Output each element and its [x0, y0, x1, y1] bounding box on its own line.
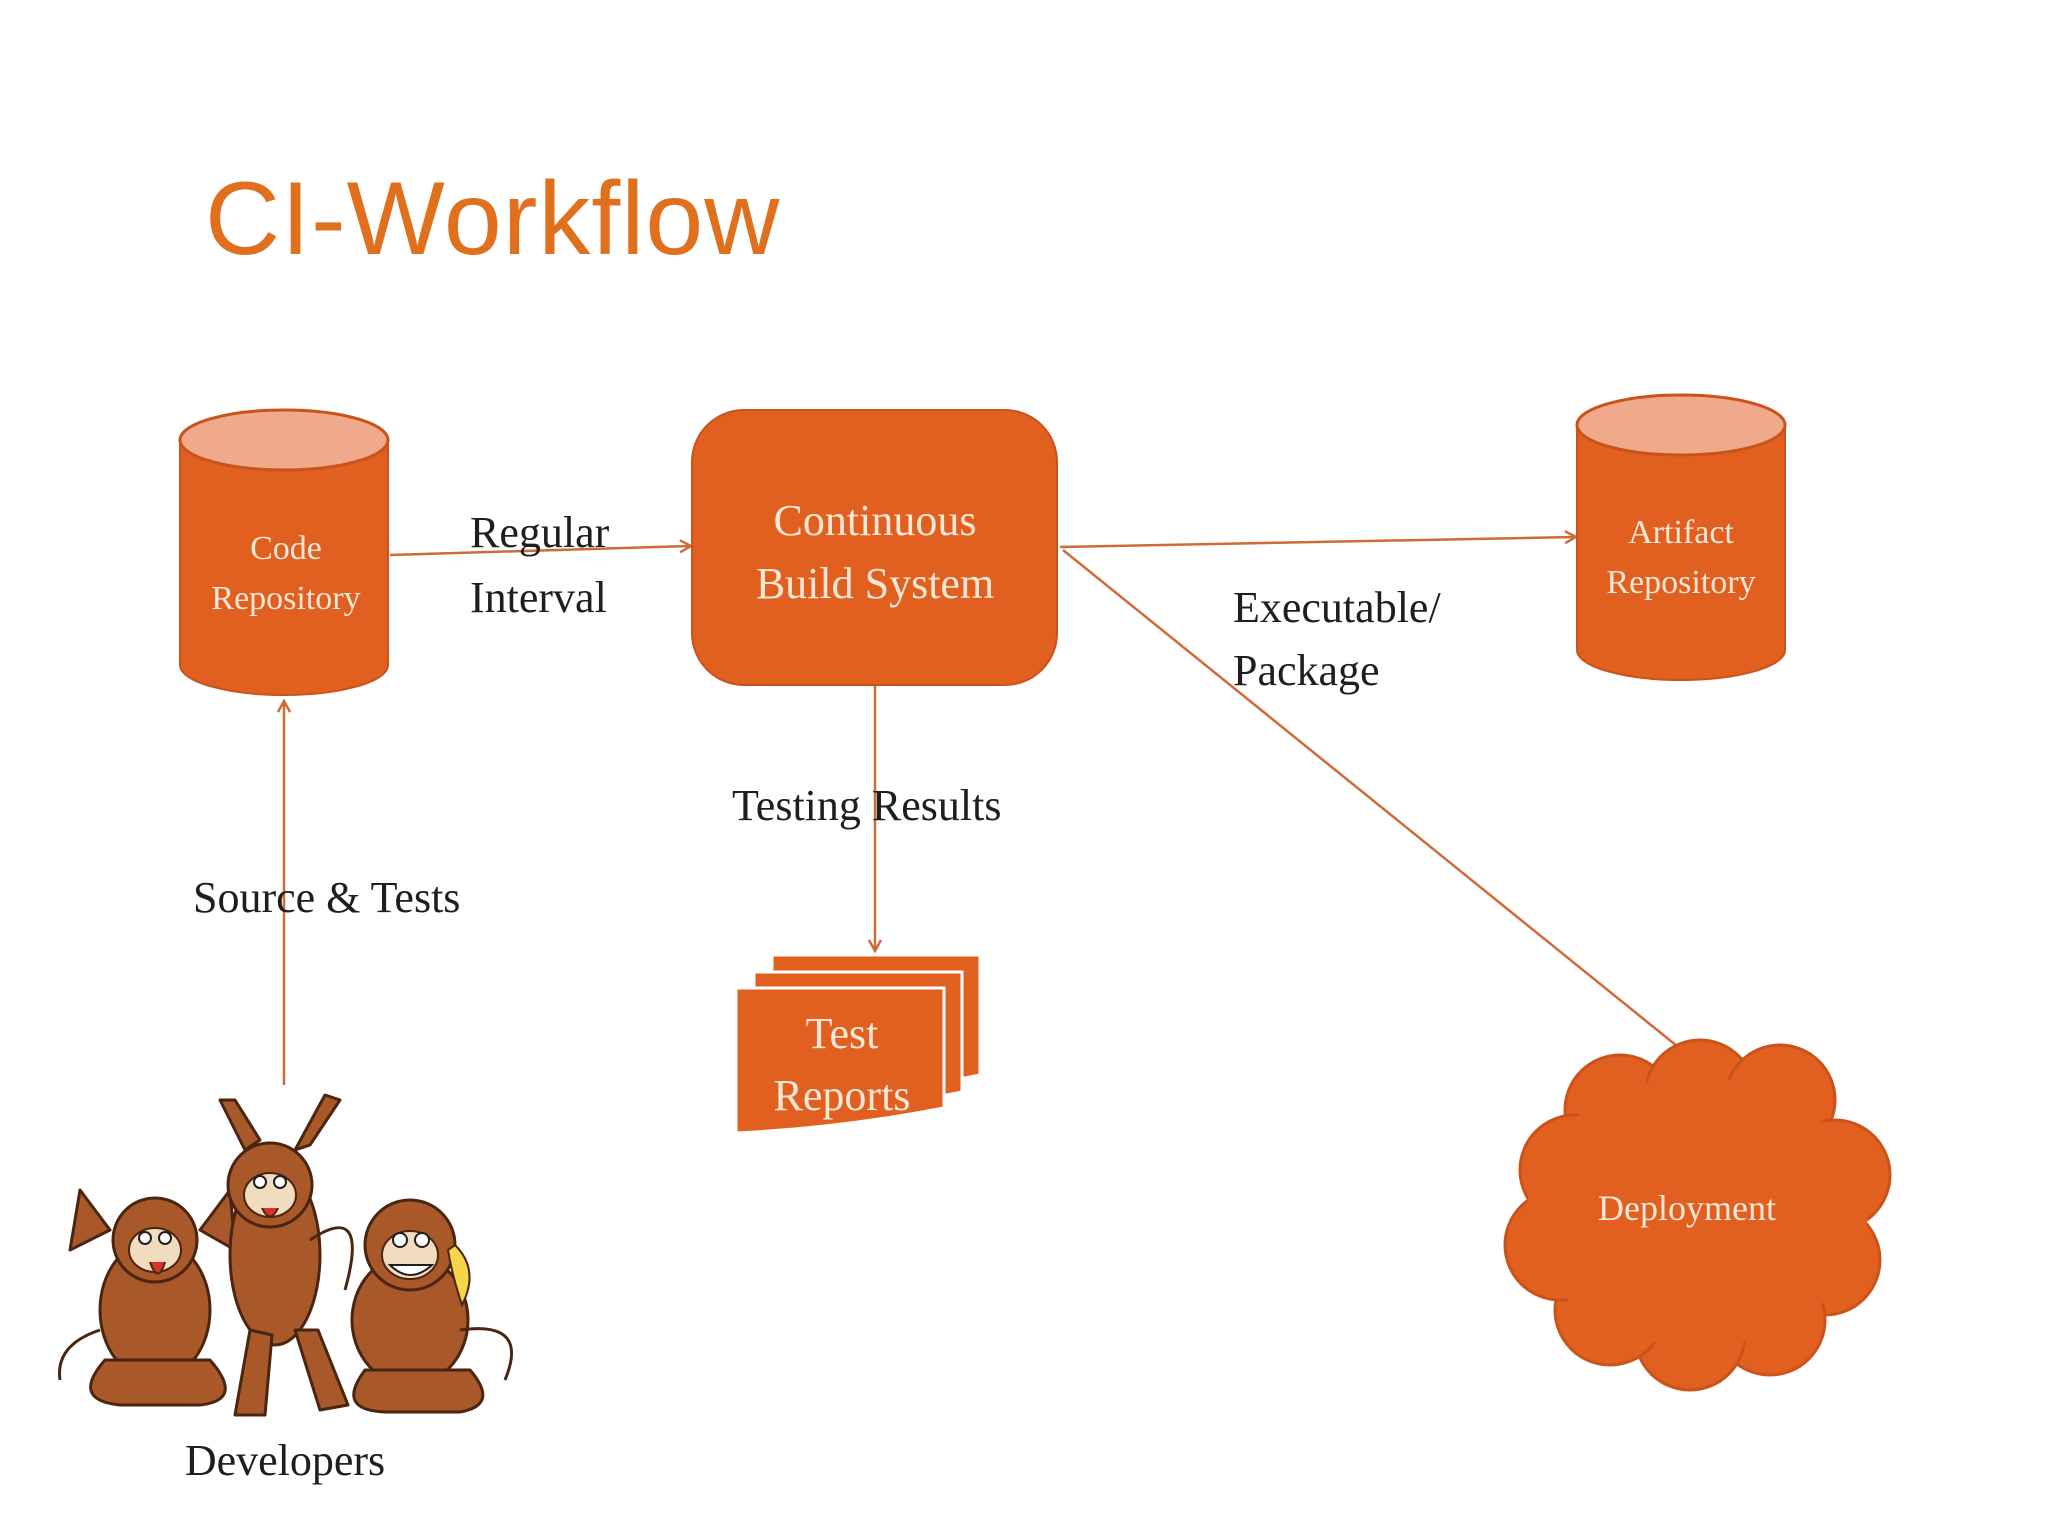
build-system-label-1: Continuous	[774, 496, 977, 545]
deployment-node: Deployment	[1503, 1038, 1892, 1392]
edge-code-to-build	[389, 546, 690, 557]
source-tests-label: Source & Tests	[193, 873, 460, 922]
deployment-label: Deployment	[1598, 1188, 1776, 1228]
testing-results-label: Testing Results	[732, 781, 1001, 830]
test-reports-node: Test Reports	[734, 953, 982, 1135]
artifact-repository-node: Artifact Repository	[1575, 393, 1787, 681]
build-system-label-2: Build System	[756, 559, 994, 608]
code-repository-node: Code Repository	[178, 408, 390, 696]
developers-label: Developers	[185, 1436, 385, 1485]
monkeys-icon	[58, 1093, 514, 1417]
artifact-repository-label-2: Repository	[1606, 564, 1755, 601]
regular-interval-label-1: Regular	[470, 508, 610, 557]
regular-interval-label-2: Interval	[470, 573, 607, 622]
executable-package-label-2: Package	[1233, 646, 1380, 695]
edge-build-to-deployment	[1062, 549, 1698, 1063]
executable-package-label-1: Executable/	[1233, 583, 1441, 632]
code-repository-label-2: Repository	[211, 580, 360, 617]
test-reports-label-2: Reports	[774, 1071, 911, 1120]
artifact-repository-label-1: Artifact	[1628, 514, 1734, 551]
edge-build-to-artifact	[1059, 537, 1575, 549]
build-system-node: Continuous Build System	[691, 409, 1058, 686]
slide-title: CI-Workflow	[205, 161, 781, 277]
test-reports-label-1: Test	[806, 1009, 879, 1058]
code-repository-label-1: Code	[250, 530, 322, 567]
